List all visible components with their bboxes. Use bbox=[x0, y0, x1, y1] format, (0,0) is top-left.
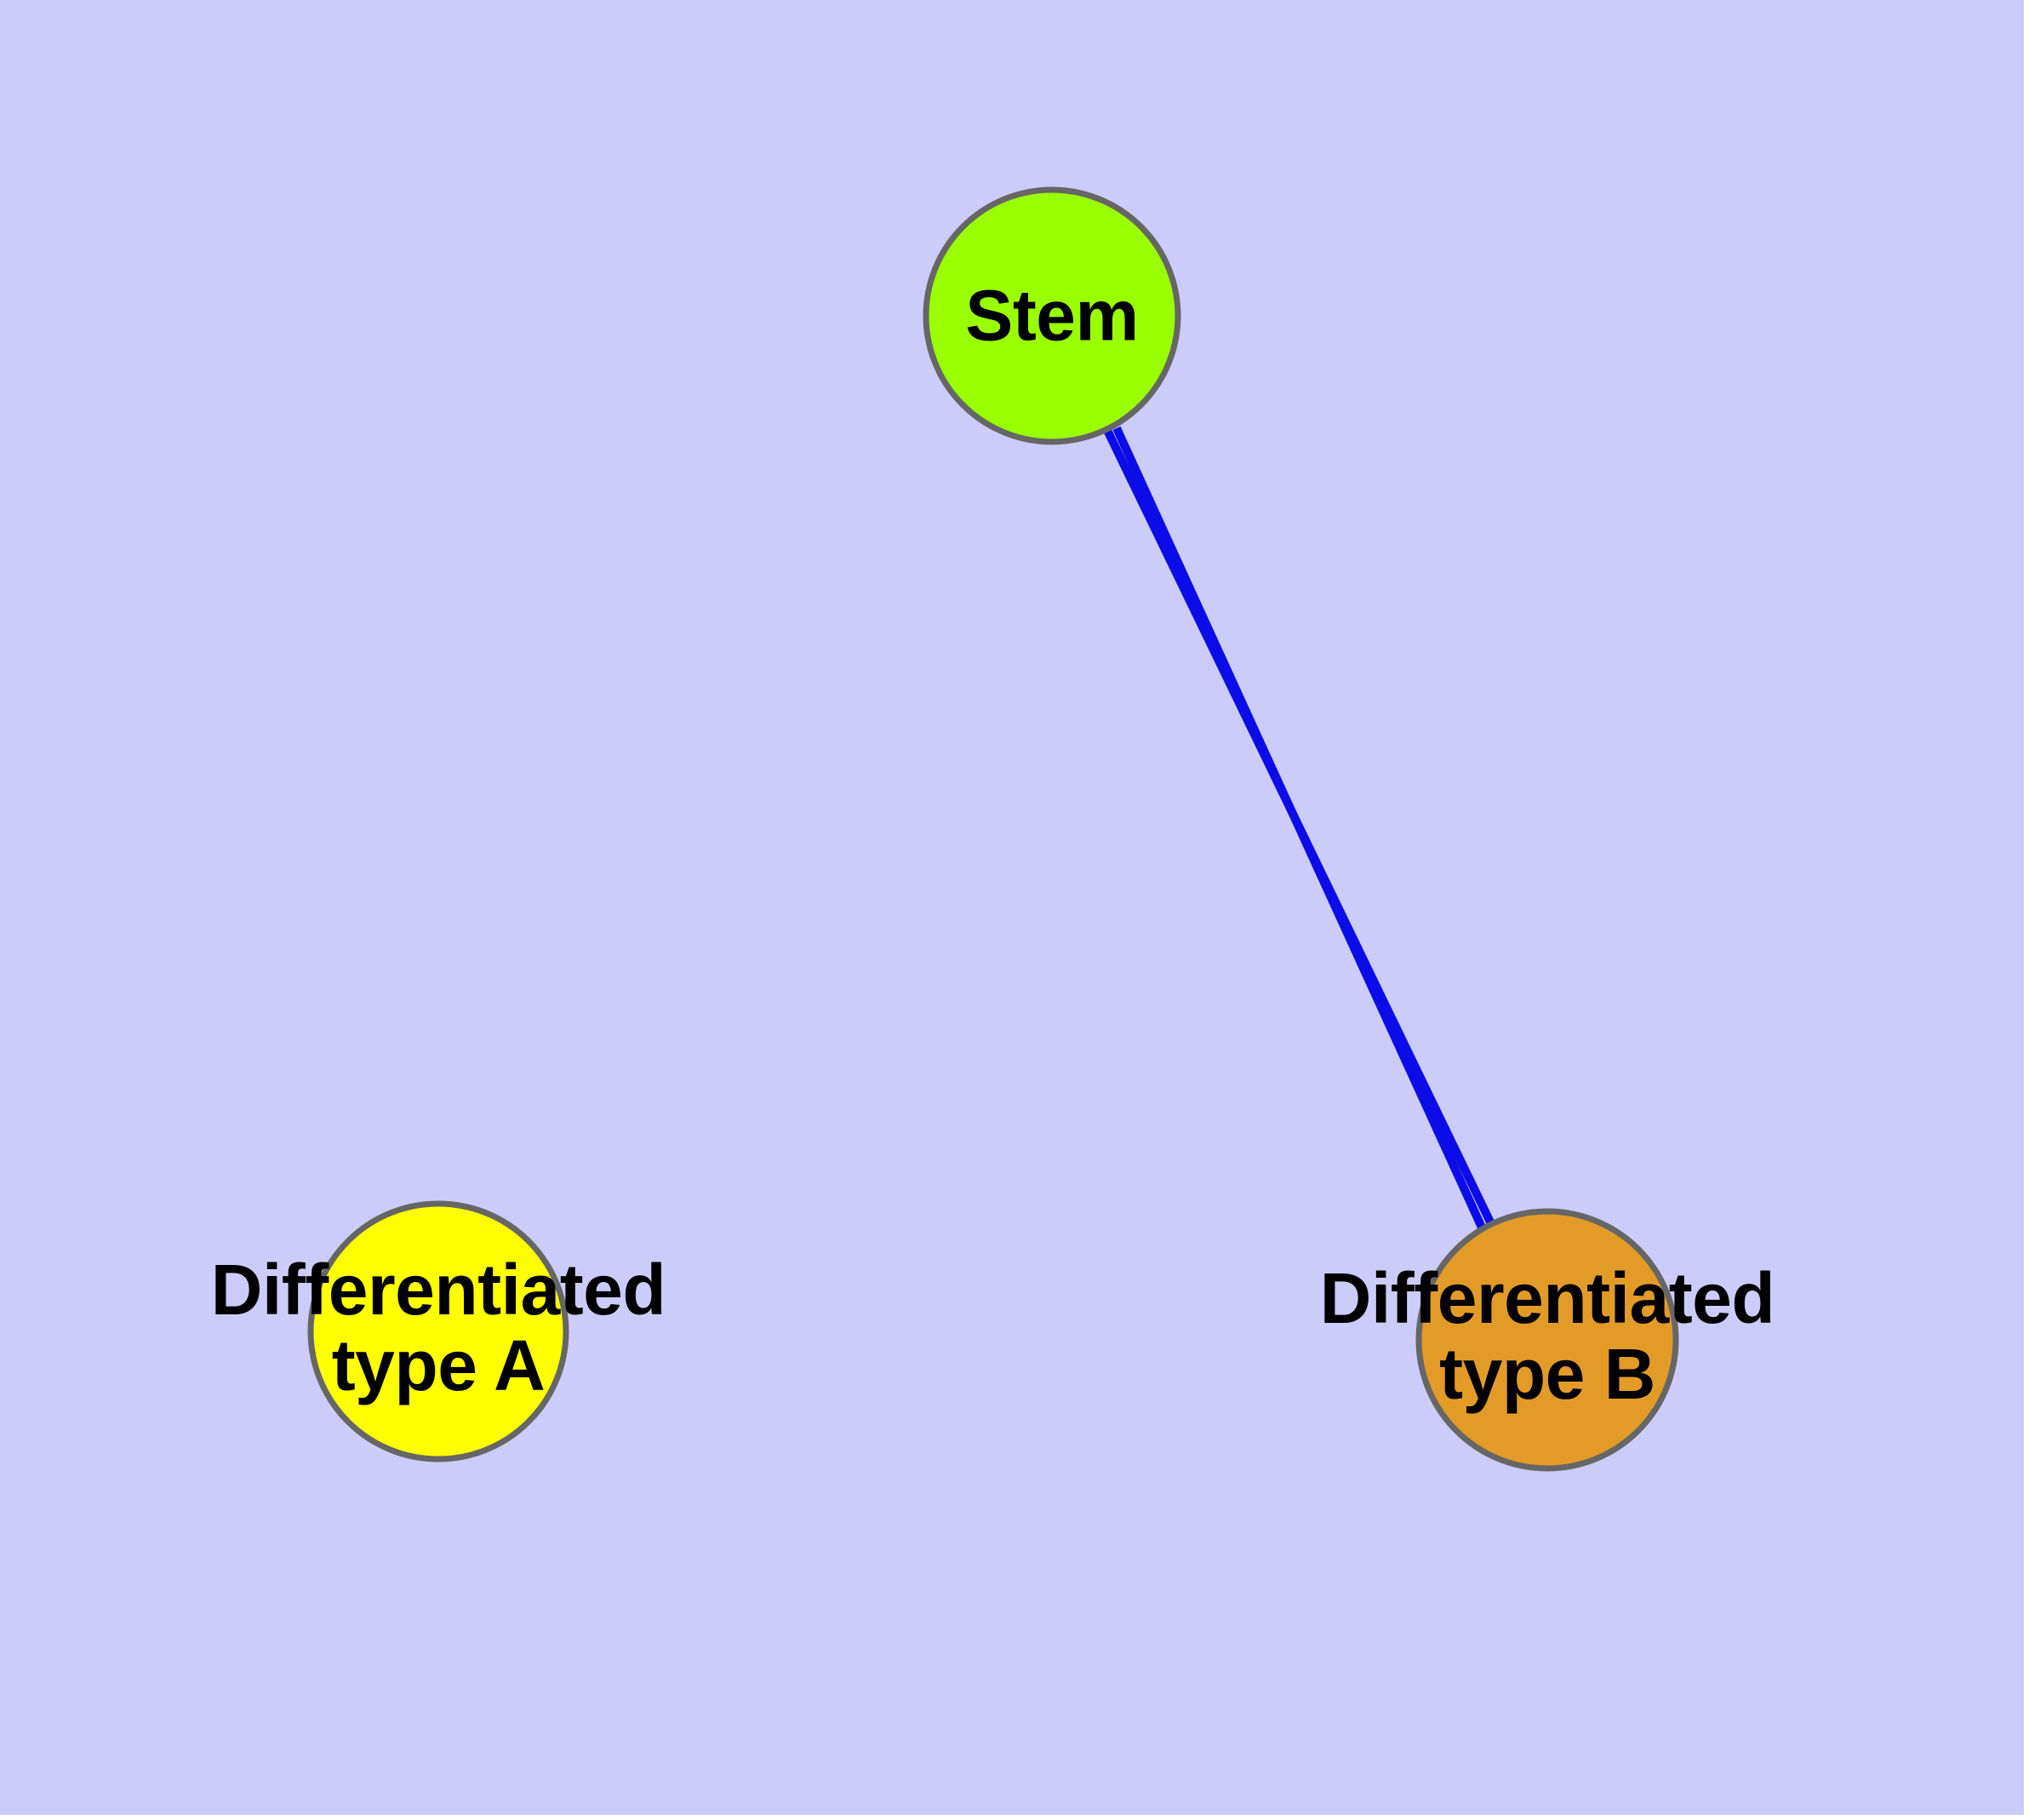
node-differentiated-type-a[interactable] bbox=[307, 1200, 569, 1462]
node-differentiated-type-b[interactable] bbox=[1415, 1208, 1679, 1472]
edge-stem-to-differentiated-type-b bbox=[1112, 426, 1487, 1232]
node-stem[interactable] bbox=[923, 186, 1181, 445]
node-layer bbox=[307, 186, 1679, 1472]
edge-layer bbox=[1102, 426, 1496, 1232]
